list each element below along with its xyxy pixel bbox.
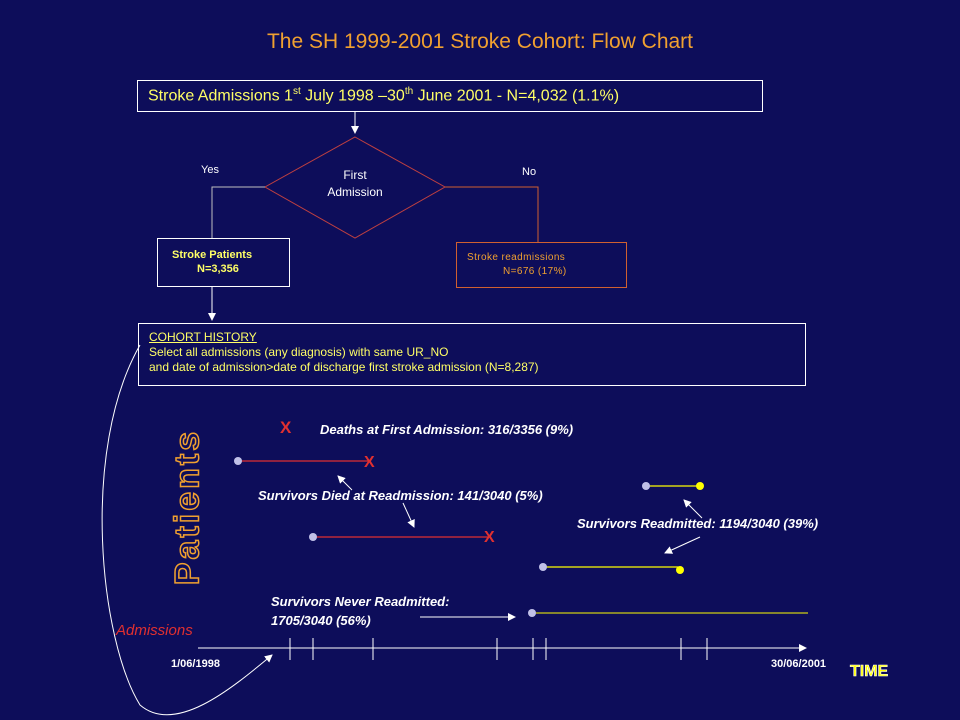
never-readmitted-line2: 1705/3040 (56%) [271, 613, 371, 628]
page-title: The SH 1999-2001 Stroke Cohort: Flow Cha… [266, 30, 694, 53]
timeline-end-date: 30/06/2001 [771, 658, 827, 670]
readmissions-box: Stroke readmissions N=676 (17%) [456, 242, 627, 288]
survivors-readmitted: Survivors Readmitted: 1194/3040 (39%) [577, 516, 819, 531]
readmissions-count: N=676 (17%) [503, 266, 567, 277]
cohort-curve [101, 344, 273, 716]
stroke-admissions-box: Stroke Admissions 1st July 1998 –30th Ju… [137, 80, 763, 112]
survivors-never-readmitted: Survivors Never Readmitted: 1705/3040 (5… [271, 592, 449, 630]
no-branch-line [445, 186, 539, 242]
axis-ticks [289, 638, 708, 660]
never-readmitted-line1: Survivors Never Readmitted: [271, 594, 450, 609]
admissions-box-sup1: st [292, 86, 301, 97]
readmission-death-marker: X [484, 529, 495, 546]
admissions-box-prefix: Stroke Admissions 1 [148, 87, 293, 105]
stroke-patients-label: Stroke Patients [172, 249, 253, 261]
no-label: No [522, 166, 537, 178]
cohort-line2: and date of admission>date of discharge … [149, 360, 539, 374]
yes-branch-line [211, 186, 265, 238]
decision-label: First Admission [315, 167, 395, 201]
readmit-long-start [539, 563, 547, 571]
arrow-died-readmission-right [402, 502, 415, 528]
cohort-heading: COHORT HISTORY [149, 330, 257, 344]
stroke-patients-count: N=3,356 [197, 263, 239, 275]
admissions-axis-label: Admissions [116, 622, 193, 639]
readmissions-label: Stroke readmissions [467, 252, 566, 263]
decision-line2: Admission [327, 185, 383, 199]
arrow-died-readmission-left [337, 475, 353, 491]
never-readmit-start [528, 609, 536, 617]
admissions-box-mid: July 1998 –30 [300, 87, 405, 105]
stroke-patients-box: Stroke Patients N=3,356 [157, 238, 290, 287]
admissions-box-sup2: th [404, 86, 414, 97]
cohort-history-box: COHORT HISTORY Select all admissions (an… [138, 323, 806, 386]
death-marker-first: X [280, 418, 292, 437]
death-line-start [234, 457, 242, 465]
death-marker: X [364, 454, 375, 471]
arrow-readmitted-lower [664, 536, 701, 554]
readmit-short-end [696, 482, 704, 490]
survivors-died-readmission: Survivors Died at Readmission: 141/3040 … [258, 488, 543, 503]
admissions-box-suffix: June 2001 - N=4,032 (1.1%) [413, 87, 620, 105]
cohort-line1: Select all admissions (any diagnosis) wi… [149, 345, 449, 359]
decision-line1: First [343, 168, 367, 182]
timeline-start-date: 1/06/1998 [171, 658, 220, 670]
patients-axis-label: Patients [168, 428, 208, 586]
yes-label: Yes [201, 164, 219, 176]
readmit-death-start [309, 533, 317, 541]
deaths-first-admission: Deaths at First Admission: 316/3356 (9%) [320, 422, 574, 437]
arrow-readmitted-upper [683, 499, 703, 519]
decision-diamond [263, 136, 447, 239]
time-axis-label: TIME [850, 663, 889, 681]
readmit-short-start [642, 482, 650, 490]
readmit-long-end [676, 566, 684, 574]
